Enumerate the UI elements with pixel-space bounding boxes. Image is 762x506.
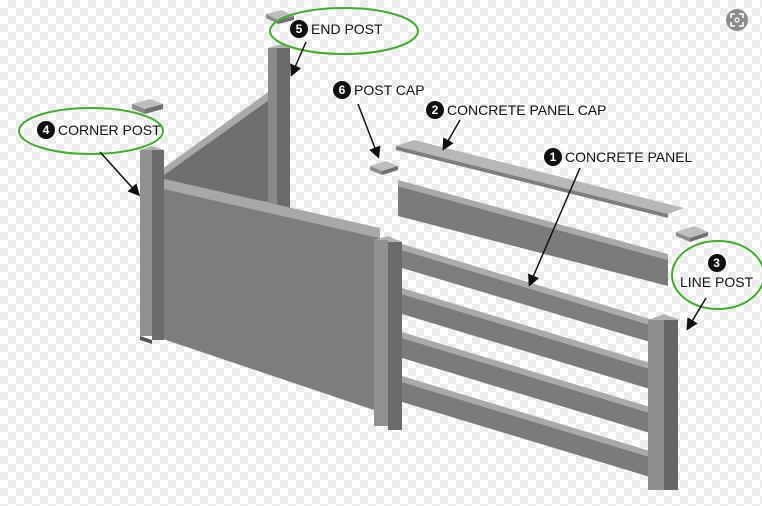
end-post-number: 5: [290, 20, 308, 38]
concrete-panel-cap-label: 2 CONCRETE PANEL CAP: [426, 101, 606, 119]
end-post-label: 5 END POST: [290, 20, 383, 38]
post-cap-callout-line: [358, 104, 378, 156]
concrete-panel-number: 1: [544, 148, 562, 166]
corner-post-number: 4: [37, 121, 55, 139]
line-post-number: 3: [708, 254, 726, 272]
line-post-cap: [676, 226, 708, 242]
solid-wall: [160, 178, 380, 412]
corner-post-cap: [132, 99, 163, 114]
middle-line-post: [374, 236, 402, 430]
expand-icon: [730, 13, 744, 27]
expand-button[interactable]: [726, 9, 748, 31]
corner-post-label: 4 CORNER POST: [37, 121, 161, 139]
corner-post-text: CORNER POST: [58, 122, 161, 138]
line-post-label: 3 LINE POST: [680, 254, 753, 290]
post-cap-number: 6: [333, 81, 351, 99]
concrete-panel-cap-text: CONCRETE PANEL CAP: [447, 102, 606, 118]
corner-post-callout-line: [100, 152, 138, 194]
right-line-post: [648, 314, 680, 490]
slatted-fence: [402, 244, 660, 480]
post-cap: [370, 161, 398, 175]
concrete-panel-text: CONCRETE PANEL: [565, 149, 692, 165]
corner-post: [140, 146, 164, 344]
post-cap-text: POST CAP: [354, 82, 425, 98]
post-cap-label: 6 POST CAP: [333, 81, 425, 99]
concrete-panel-label: 1 CONCRETE PANEL: [544, 148, 692, 166]
concrete-panel-cap-number: 2: [426, 101, 444, 119]
panel-cap-callout-line: [444, 120, 460, 148]
end-post-callout-line: [292, 42, 306, 74]
end-post: [268, 44, 290, 208]
end-post-text: END POST: [311, 21, 383, 37]
line-post-text: LINE POST: [680, 274, 753, 290]
